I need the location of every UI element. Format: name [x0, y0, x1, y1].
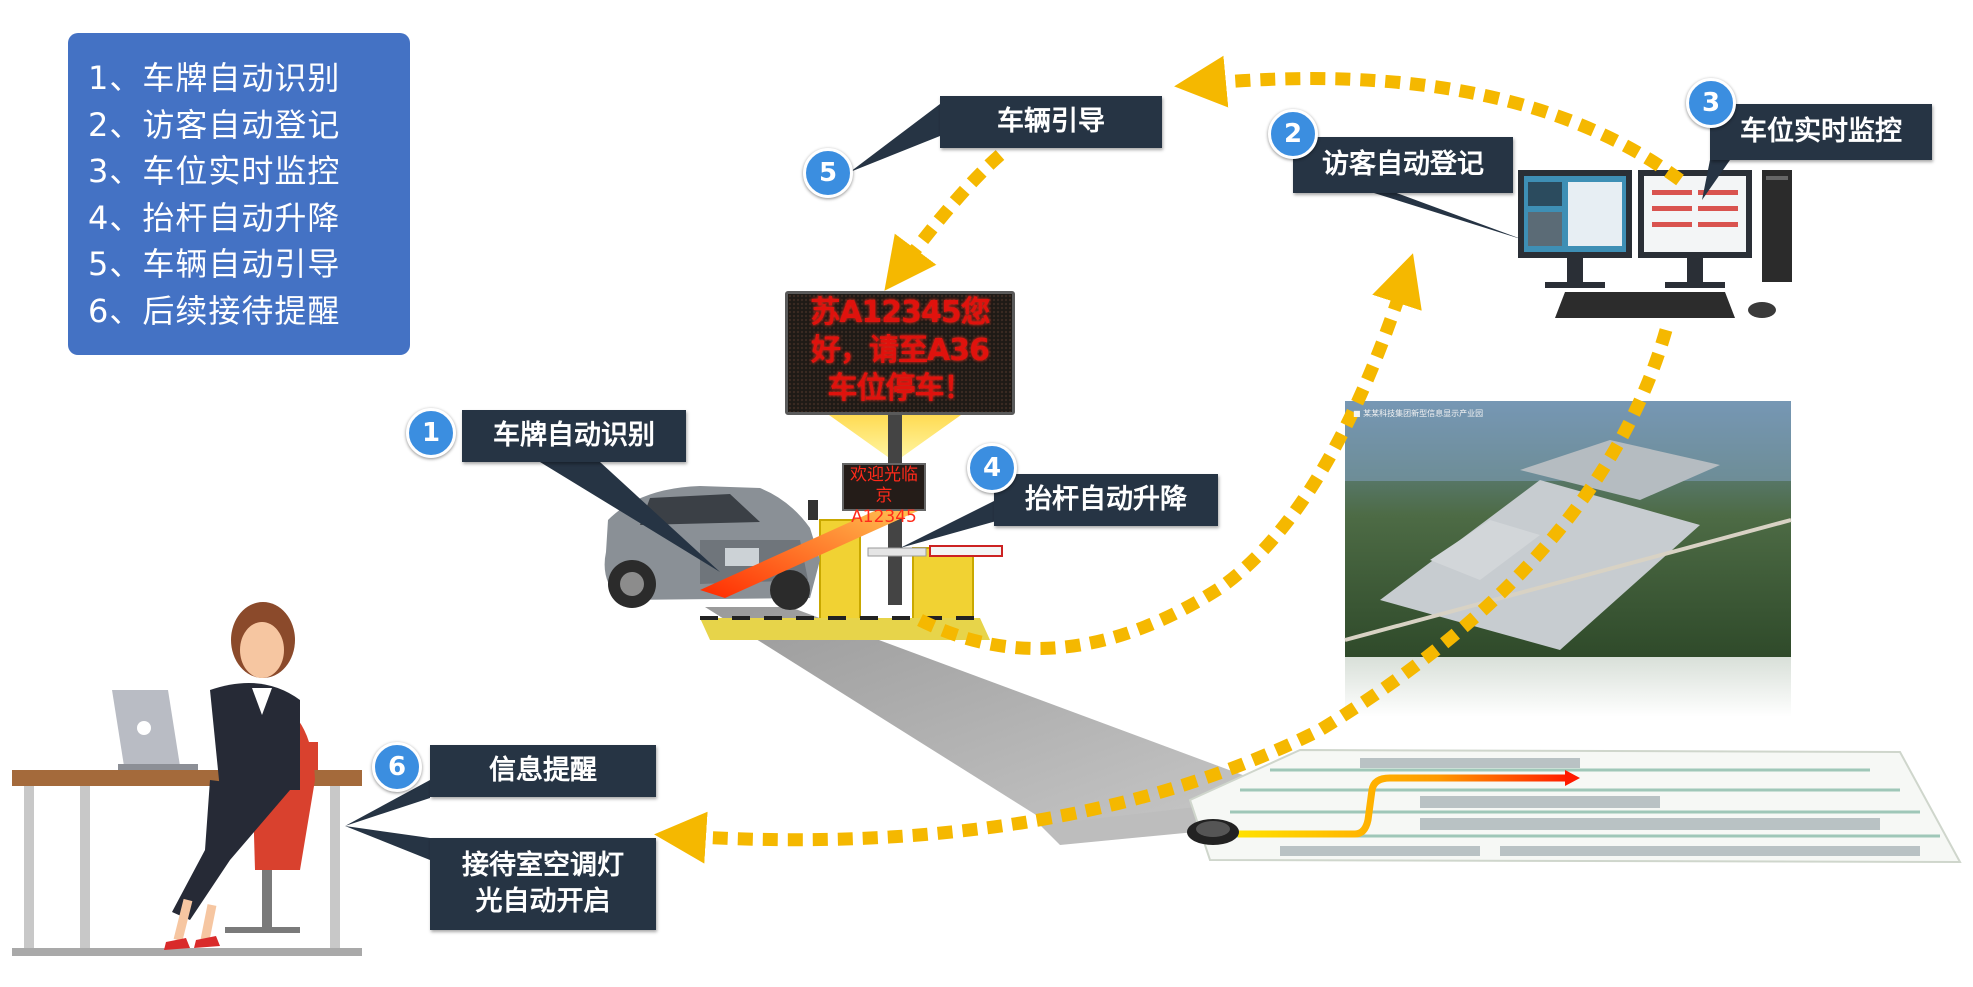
callout-plate-recognition: 车牌自动识别: [462, 410, 686, 462]
callout-reception-auto-on: 接待室空调灯 光自动开启: [430, 838, 656, 930]
step-badge-5: 5: [803, 148, 853, 198]
feature-item: 6、后续接待提醒: [88, 291, 341, 330]
led-line: 车位停车！: [827, 371, 974, 406]
callout-pointers: [345, 104, 1730, 860]
led-line: 苏A12345您: [810, 295, 991, 330]
callout-label: 光自动开启: [475, 886, 611, 917]
led-line: 欢迎光临: [850, 465, 918, 485]
aerial-park-photo: [1344, 401, 1792, 717]
step-badge-4: 4: [967, 443, 1017, 493]
step-badge-3: 3: [1686, 78, 1736, 128]
callout-label: 信息提醒: [489, 755, 597, 786]
callout-info-reminder: 信息提醒: [430, 745, 656, 797]
led-line: 好，请至A36: [811, 333, 990, 368]
parking-floor-plan: [1187, 748, 1962, 864]
aerial-photo-caption: ■ 某某科技集团新型信息显示产业园: [1353, 409, 1484, 418]
feature-item: 4、抬杆自动升降: [88, 198, 341, 237]
receptionist-at-desk: [12, 602, 362, 956]
callout-label: 车牌自动识别: [493, 420, 655, 451]
feature-item: 5、车辆自动引导: [88, 245, 341, 283]
callout-barrier-lift: 抬杆自动升降: [994, 474, 1218, 526]
step-badge-2: 2: [1268, 109, 1318, 159]
callout-visitor-registration: 访客自动登记: [1293, 137, 1513, 193]
callout-label: 车辆引导: [997, 106, 1105, 137]
led-gate-display: 欢迎光临 京A12345: [842, 463, 926, 527]
monitoring-workstation: [1518, 170, 1792, 318]
callout-space-monitoring: 车位实时监控: [1710, 104, 1932, 160]
led-line: 京A12345: [851, 486, 917, 527]
flow-arrows: [654, 55, 1684, 864]
callout-vehicle-guidance: 车辆引导: [940, 96, 1162, 148]
flow-arrow-monitor-to-guidance: [1174, 55, 1684, 186]
feature-list-panel: 1、车牌自动识别 2、访客自动登记 3、车位实时监控 4、抬杆自动升降 5、车辆…: [68, 33, 410, 355]
feature-list: 1、车牌自动识别 2、访客自动登记 3、车位实时监控 4、抬杆自动升降 5、车辆…: [68, 33, 410, 334]
plate-scan-beam: [700, 494, 920, 598]
feature-item: 3、车位实时监控: [88, 152, 341, 190]
callout-label: 访客自动登记: [1322, 149, 1484, 180]
callout-label: 接待室空调灯: [462, 850, 624, 881]
led-guidance-screen: 苏A12345您 好，请至A36 车位停车！: [785, 291, 1015, 415]
callout-label: 车位实时监控: [1740, 116, 1902, 147]
callout-label: 抬杆自动升降: [1025, 484, 1187, 515]
flow-arrow-guidance-to-led: [884, 150, 1005, 291]
step-badge-1: 1: [406, 408, 456, 458]
feature-item: 1、车牌自动识别: [88, 59, 341, 97]
flow-arrow-to-reception: [654, 328, 1673, 864]
driveway-road: [705, 607, 1310, 830]
feature-item: 2、访客自动登记: [88, 105, 341, 144]
step-badge-6: 6: [372, 742, 422, 792]
